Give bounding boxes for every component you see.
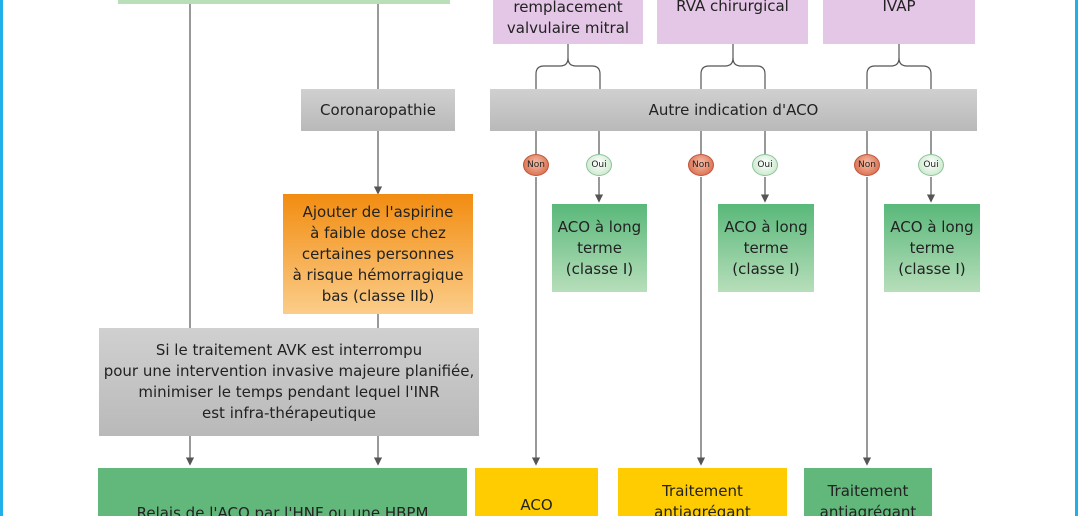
- non-badge-3: Non: [854, 154, 880, 176]
- aco-long-terme-box-2: ACO à long terme (classe I): [718, 204, 814, 292]
- relais-aco-box: Relais de l'ACO par l'HNF ou une HBPM: [98, 468, 467, 516]
- non-badge-1: Non: [523, 154, 549, 176]
- non-badge-2: Non: [688, 154, 714, 176]
- brace-2: [700, 44, 734, 89]
- rva-chirurgical-box: RVA chirurgical: [657, 0, 808, 44]
- brace-3: [866, 44, 900, 89]
- aspirine-box: Ajouter de l'aspirine à faible dose chez…: [283, 194, 473, 314]
- top-left-box: [118, 0, 450, 4]
- ivap-box: IVAP: [823, 0, 975, 44]
- coronaropathie-box: Coronaropathie: [301, 89, 455, 131]
- remplacement-valvulaire-box: remplacement valvulaire mitral: [493, 0, 643, 44]
- aco-bottom-box: ACO: [475, 468, 598, 516]
- aco-long-terme-box-1: ACO à long terme (classe I): [552, 204, 647, 292]
- aco-long-terme-box-3: ACO à long terme (classe I): [884, 204, 980, 292]
- oui-badge-2: Oui: [752, 154, 778, 176]
- traitement-antiagregant-box-2: Traitement antiagrégant: [804, 468, 932, 516]
- avk-interruption-box: Si le traitement AVK est interrompu pour…: [99, 328, 479, 436]
- oui-badge-3: Oui: [918, 154, 944, 176]
- brace-1: [535, 44, 569, 89]
- traitement-antiagregant-box-1: Traitement antiagrégant: [618, 468, 787, 516]
- oui-badge-1: Oui: [586, 154, 612, 176]
- autre-indication-box: Autre indication d'ACO: [490, 89, 977, 131]
